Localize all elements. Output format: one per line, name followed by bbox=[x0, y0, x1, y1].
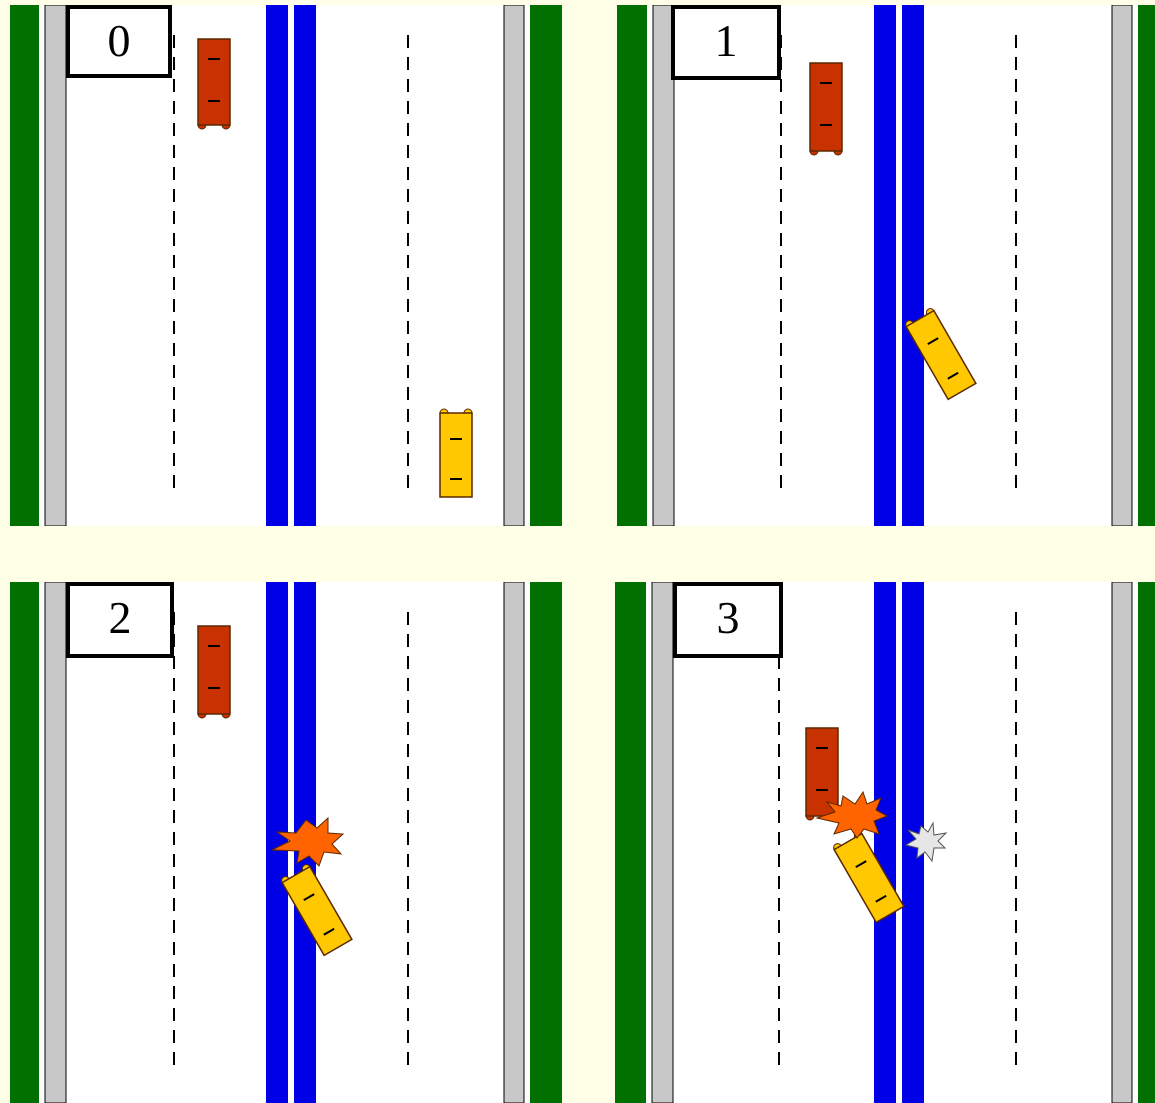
road-scene-2 bbox=[10, 582, 562, 1103]
shoulder-left bbox=[653, 5, 674, 526]
grass-left bbox=[10, 5, 39, 526]
shoulder-right bbox=[1112, 5, 1132, 526]
panel-label-text: 1 bbox=[715, 15, 738, 66]
red-truck bbox=[810, 63, 842, 155]
shoulder-left bbox=[45, 5, 66, 526]
median-right bbox=[902, 5, 924, 526]
shoulder-right bbox=[504, 5, 524, 526]
road-scene-1 bbox=[617, 5, 1155, 526]
median-left bbox=[874, 5, 896, 526]
panel-label-2: 2 bbox=[66, 582, 174, 658]
scene-panel-0: 0 bbox=[10, 5, 562, 526]
yellow-truck bbox=[440, 409, 472, 497]
scene-panel-2: 2 bbox=[10, 582, 562, 1103]
median-left bbox=[874, 582, 896, 1103]
panel-label-1: 1 bbox=[671, 5, 781, 80]
grass-left bbox=[617, 5, 647, 526]
shoulder-left bbox=[45, 582, 66, 1103]
shoulder-right bbox=[504, 582, 524, 1103]
panel-label-0: 0 bbox=[66, 5, 172, 78]
grass-left bbox=[10, 582, 39, 1103]
scene-panel-1: 1 bbox=[617, 5, 1155, 526]
shoulder-left bbox=[652, 582, 673, 1103]
median-right bbox=[294, 5, 316, 526]
shoulder-right bbox=[1112, 582, 1132, 1103]
road-scene-3 bbox=[615, 582, 1155, 1103]
panel-label-3: 3 bbox=[673, 582, 783, 658]
median-left bbox=[266, 582, 288, 1103]
yellow-truck bbox=[280, 863, 352, 955]
red-truck bbox=[198, 39, 230, 129]
grass-right bbox=[1138, 5, 1155, 526]
panel-label-text: 3 bbox=[717, 592, 740, 643]
grass-right bbox=[1138, 582, 1155, 1103]
road-scene-0 bbox=[10, 5, 562, 526]
scene-panel-3: 3 bbox=[615, 582, 1155, 1103]
grass-right bbox=[530, 5, 562, 526]
panel-label-text: 2 bbox=[109, 592, 132, 643]
grass-right bbox=[530, 582, 562, 1103]
median-left bbox=[266, 5, 288, 526]
grass-left bbox=[615, 582, 646, 1103]
red-truck bbox=[198, 626, 230, 718]
panel-label-text: 0 bbox=[108, 15, 131, 66]
